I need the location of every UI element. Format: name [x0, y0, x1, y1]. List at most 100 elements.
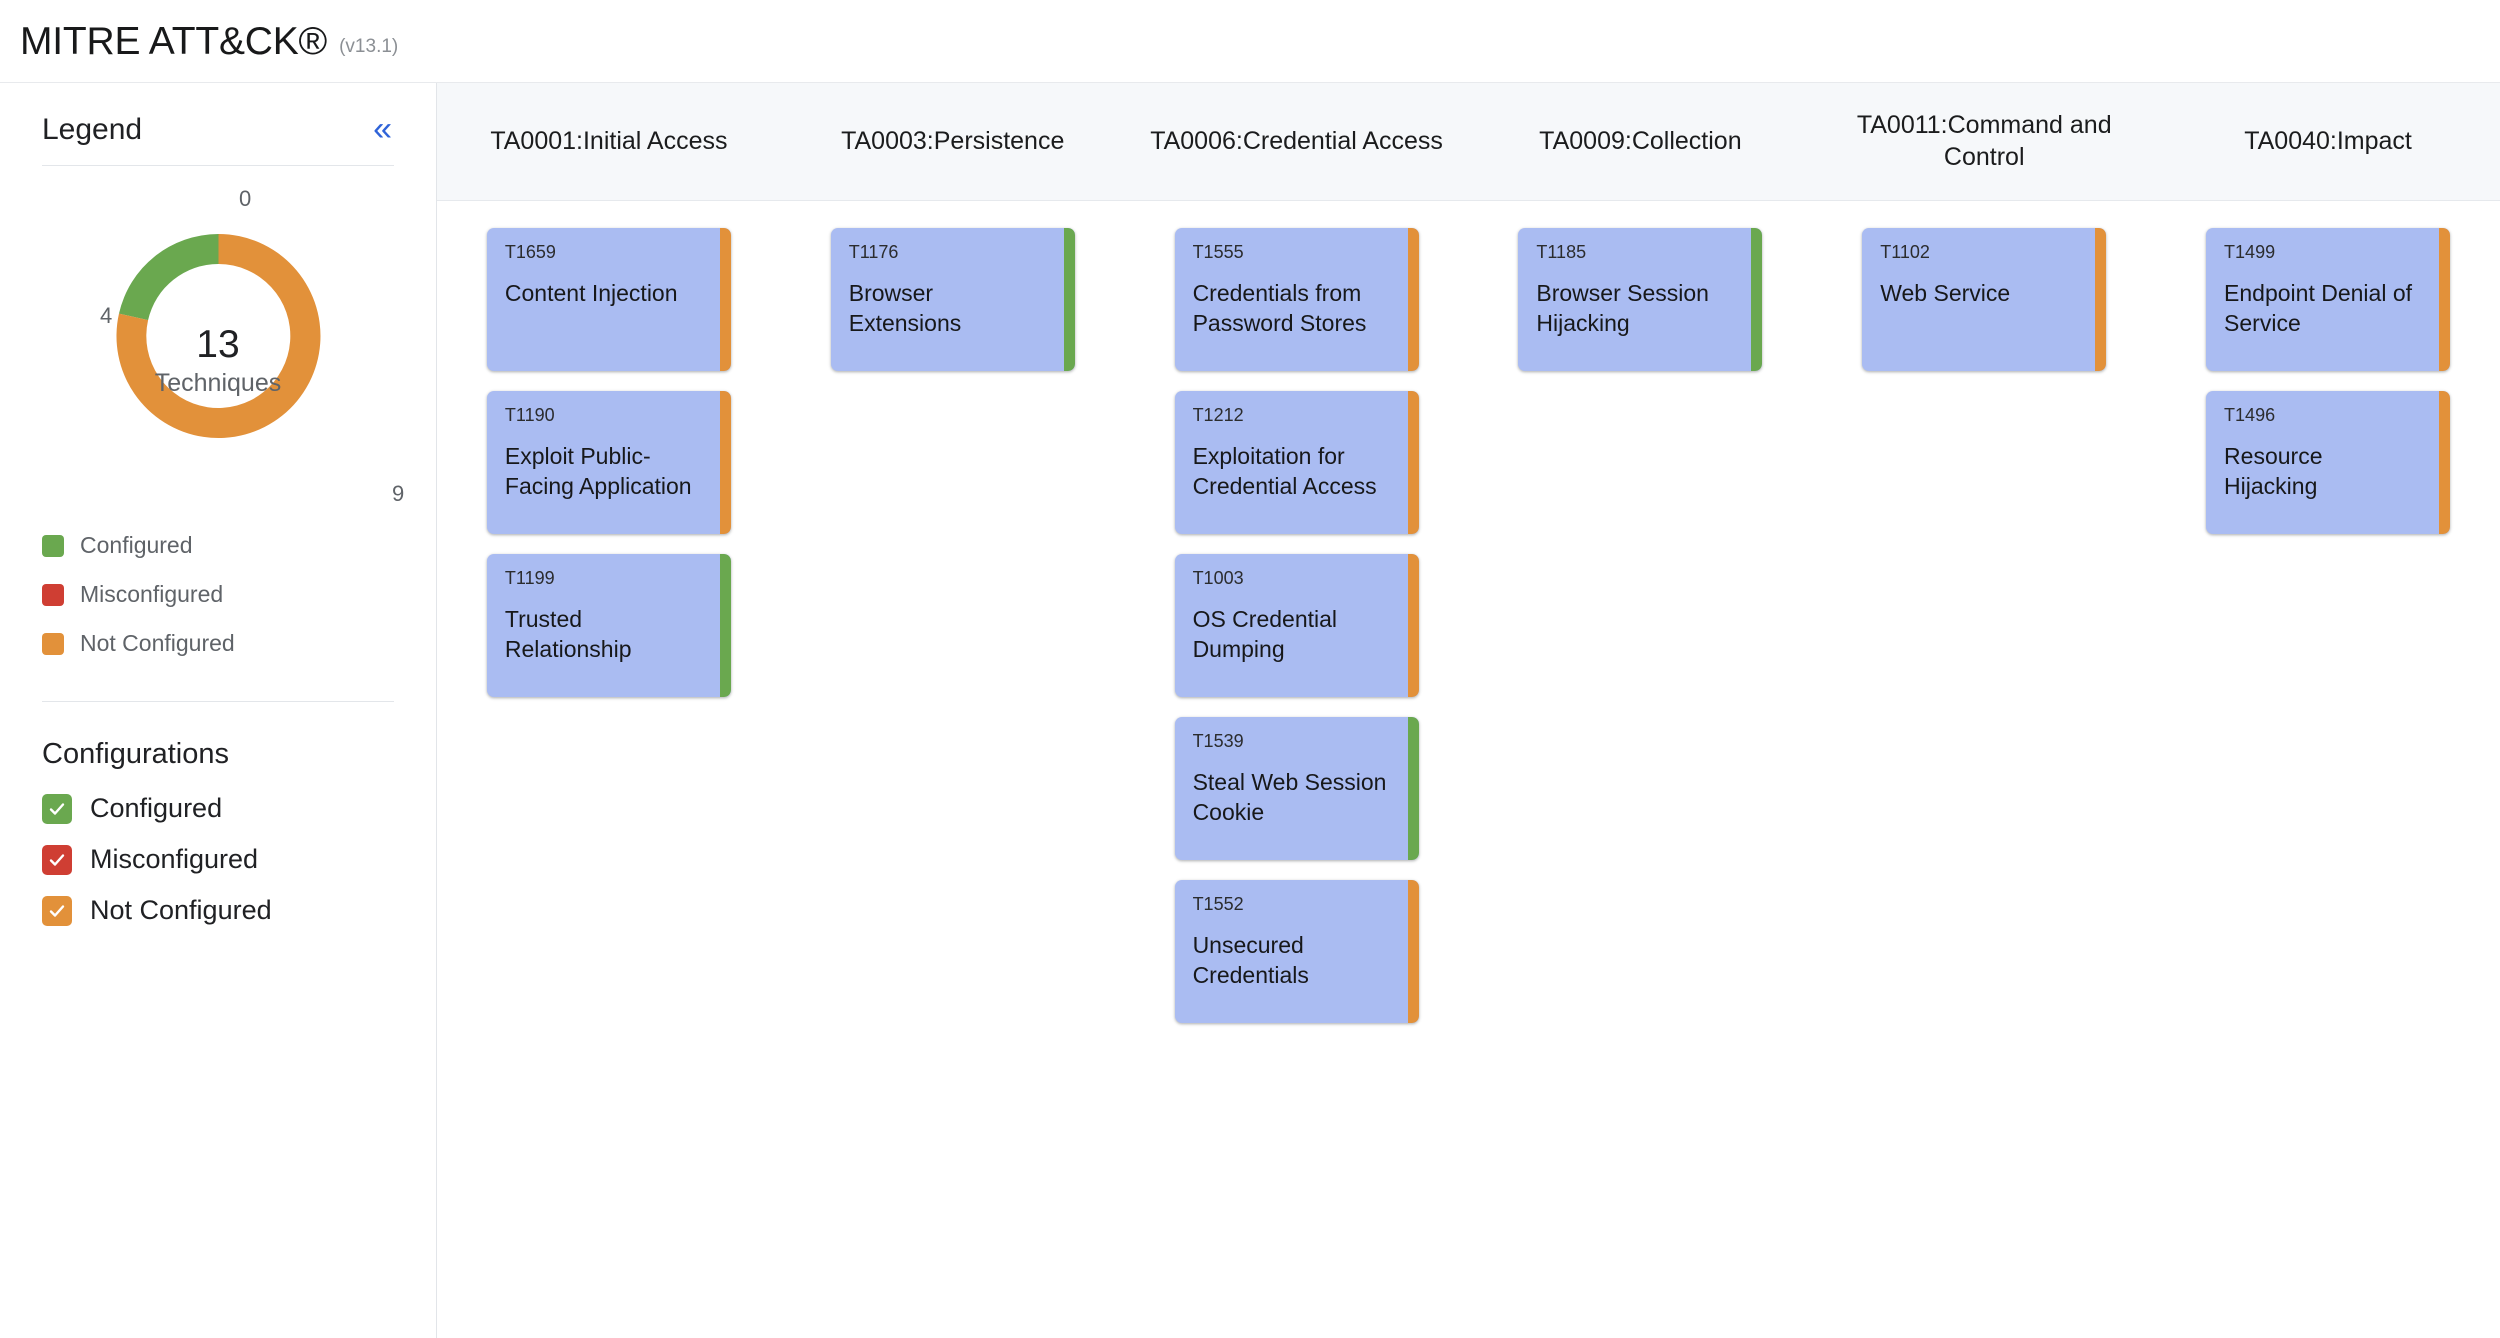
legend-header: Legend « [42, 83, 394, 165]
collapse-sidebar-icon[interactable]: « [373, 110, 392, 149]
technique-name: Content Injection [504, 279, 678, 306]
technique-id: T1185 [1536, 242, 1587, 262]
technique-status-bar [1407, 717, 1419, 860]
technique-id: T1003 [1192, 568, 1244, 588]
technique-status-bar [719, 554, 731, 697]
technique-id: T1539 [1192, 731, 1244, 751]
technique-name: Credentials from Password Stores [1192, 279, 1367, 336]
technique-name: Trusted Relationship [504, 605, 632, 662]
technique-name: Resource Hijacking [2224, 442, 2323, 499]
technique-status-bar [2439, 228, 2451, 371]
technique-id: T1212 [1192, 405, 1244, 425]
technique-id: T1190 [504, 405, 555, 425]
legend-sidebar: Legend « 0 4 9 13 [0, 83, 437, 1338]
legend-item-not-configured: Not Configured [42, 630, 394, 657]
technique-id: T1496 [2224, 405, 2276, 425]
technique-name: Steal Web Session Cookie [1192, 768, 1387, 825]
status-donut-chart: 0 4 9 13 Techniques [42, 176, 404, 506]
technique-name: OS Credential Dumping [1192, 605, 1338, 662]
donut-label-configured: 4 [100, 303, 113, 328]
technique-id: T1555 [1192, 242, 1244, 262]
donut-slice-configured[interactable] [118, 234, 219, 321]
divider [42, 701, 394, 702]
body-row: Legend « 0 4 9 13 [0, 83, 2500, 1338]
technique-status-bar [1407, 554, 1419, 697]
technique-name: Endpoint Denial of Service [2224, 279, 2413, 336]
matrix-column-header[interactable]: TA0001:Initial Access [490, 126, 728, 155]
version-label: (v13.1) [339, 36, 399, 57]
technique-status-bar [2439, 391, 2451, 534]
matrix-column-header[interactable]: TA0009:Collection [1539, 126, 1742, 155]
technique-status-bar [1407, 880, 1419, 1023]
page-title: MITRE ATT&CK® [20, 19, 328, 63]
config-label-not-configured: Not Configured [90, 895, 272, 925]
configurations-title: Configurations [42, 738, 229, 770]
technique-status-bar [1751, 228, 1763, 371]
technique-status-bar [1407, 228, 1419, 371]
matrix-column-header[interactable]: TA0040:Impact [2244, 126, 2412, 155]
technique-name: Browser Session Hijacking [1536, 279, 1709, 336]
technique-status-bar [2095, 228, 2107, 371]
technique-name: Unsecured Credentials [1192, 931, 1309, 988]
matrix-column-header[interactable]: TA0003:Persistence [841, 126, 1065, 155]
checkbox-checked-icon[interactable] [42, 895, 72, 926]
technique-status-bar [719, 228, 731, 371]
legend-label-configured: Configured [80, 532, 193, 558]
technique-name: Browser Extensions [848, 279, 962, 336]
divider [42, 165, 394, 166]
legend-swatch-configured-icon [42, 534, 64, 557]
config-label-misconfigured: Misconfigured [90, 844, 259, 874]
legend-item-misconfigured: Misconfigured [42, 581, 394, 608]
configurations-list: Configured Misconfigured Not Configured [42, 793, 394, 926]
legend-title: Legend [42, 113, 143, 146]
config-filter-misconfigured[interactable]: Misconfigured [42, 844, 394, 875]
config-filter-not-configured[interactable]: Not Configured [42, 895, 394, 926]
legend-swatch-misconfigured-icon [42, 583, 64, 606]
matrix-column-header[interactable]: TA0011:Command and Control [1856, 111, 2112, 171]
app-header: MITRE ATT&CK® (v13.1) [0, 0, 2500, 83]
technique-status-bar [1063, 228, 1075, 371]
technique-name: Web Service [1880, 279, 2011, 306]
legend-label-misconfigured: Misconfigured [80, 581, 224, 607]
technique-id: T1102 [1880, 242, 1930, 262]
technique-id: T1552 [1192, 894, 1244, 914]
donut-label-misconfigured: 0 [239, 186, 252, 211]
technique-status-bar [1407, 391, 1419, 534]
technique-card[interactable]: T1003 OS Credential Dumping [1174, 554, 1419, 697]
legend-item-configured: Configured [42, 532, 394, 559]
technique-id: T1659 [504, 242, 556, 262]
technique-id: T1176 [848, 242, 899, 262]
matrix-column-header[interactable]: TA0006:Credential Access [1150, 126, 1443, 155]
matrix-header-row: TA0001:Initial Access TA0003:Persistence T… [437, 83, 2500, 201]
technique-id: T1499 [2224, 242, 2276, 262]
checkbox-checked-icon[interactable] [42, 844, 72, 875]
checkbox-checked-icon[interactable] [42, 793, 72, 824]
donut-slice-not-configured[interactable] [116, 234, 321, 438]
technique-id: T1199 [504, 568, 555, 588]
donut-svg [116, 234, 321, 438]
technique-name: Exploit Public-Facing Application [504, 442, 692, 499]
config-filter-configured[interactable]: Configured [42, 793, 394, 824]
config-label-configured: Configured [90, 793, 223, 823]
